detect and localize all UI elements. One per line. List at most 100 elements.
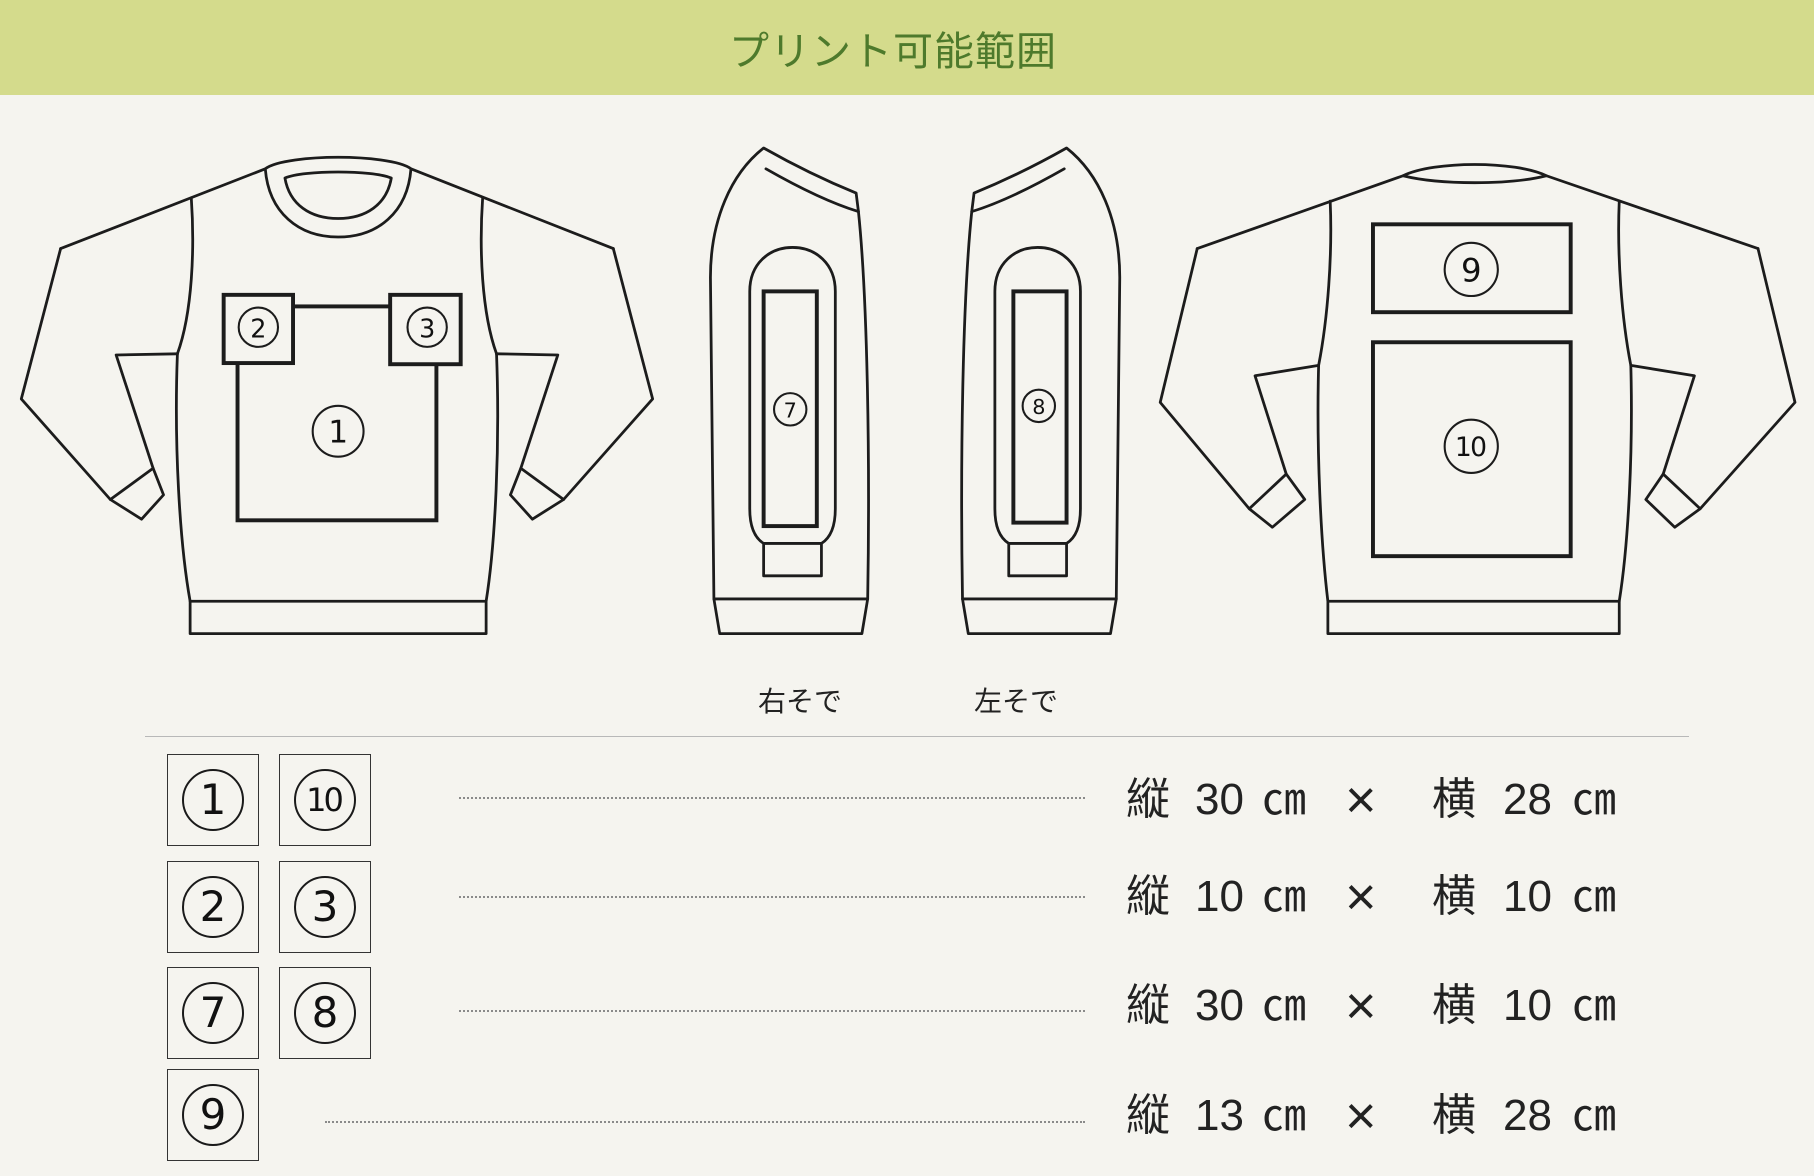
front-view: 1 2 3 [19, 155, 655, 636]
area-number: 1 [199, 775, 227, 824]
times-sign: × [1345, 867, 1377, 927]
width-unit: ㎝ [1572, 775, 1616, 824]
area-number: 9 [199, 1090, 227, 1139]
area-box: 1 [167, 754, 259, 846]
area-2-marker [237, 306, 280, 348]
area-3-marker [406, 306, 448, 348]
area-10-number: 10 [1455, 432, 1486, 463]
back-left-sleeve-inner [1253, 363, 1321, 476]
height-unit: ㎝ [1262, 872, 1306, 921]
back-right-side-seam [1617, 363, 1633, 603]
front-right-cuff [509, 466, 565, 521]
width-unit: ㎝ [1572, 1091, 1616, 1140]
leader-dots [459, 797, 1085, 799]
area-number-circle: 8 [294, 982, 356, 1044]
width-value: 10 [1503, 872, 1552, 921]
size-row: 縦 30 ㎝ × 横 28 ㎝ [0, 772, 1700, 828]
front-left-armhole-seam [176, 196, 195, 356]
vertical-label: 縦 [1126, 872, 1170, 921]
back-right-sleeve-inner [1629, 363, 1696, 476]
leader-dots [459, 1010, 1085, 1012]
size-row: 縦 30 ㎝ × 横 10 ㎝ [0, 978, 1700, 1034]
left-sleeve-label: 左そで [973, 685, 1059, 718]
width-value: 10 [1503, 981, 1552, 1030]
size-row: 縦 13 ㎝ × 横 28 ㎝ [0, 1088, 1700, 1144]
area-number: 10 [306, 781, 344, 819]
area-box: 9 [167, 1069, 259, 1161]
area-1-number: 1 [328, 414, 348, 450]
height-unit: ㎝ [1262, 775, 1306, 824]
back-left-cuff [1247, 472, 1307, 529]
right-sleeve-label: 右そで [757, 685, 843, 718]
print-area-2 [221, 292, 295, 366]
front-right-sleeve-inner [495, 352, 560, 470]
width-unit: ㎝ [1572, 872, 1616, 921]
horizontal-label: 横 [1432, 872, 1476, 921]
width-unit: ㎝ [1572, 981, 1616, 1030]
height-value: 30 [1195, 775, 1244, 824]
front-left-cuff [108, 466, 165, 521]
left-sleeve-top-band [970, 167, 1066, 213]
area-number-circle: 3 [294, 876, 356, 938]
front-left-side-seam [175, 352, 192, 603]
back-right-cuff [1644, 472, 1702, 529]
front-left-sleeve-inner [114, 352, 179, 470]
area-number: 7 [199, 988, 227, 1037]
area-number-circle: 9 [182, 1084, 244, 1146]
horizontal-label: 横 [1432, 1091, 1476, 1140]
area-box: 8 [279, 967, 371, 1059]
back-hem-band [1326, 599, 1621, 636]
area-number: 2 [199, 882, 227, 931]
area-number-circle: 1 [182, 769, 244, 831]
leader-dots [459, 896, 1085, 898]
page-title: プリント可能範囲 [729, 28, 1057, 75]
area-7-marker [772, 392, 808, 427]
right-sleeve-view: 7 [709, 146, 870, 636]
front-right-side-seam [484, 352, 500, 603]
width-value: 28 [1503, 775, 1552, 824]
width-value: 28 [1503, 1091, 1552, 1140]
times-sign: × [1345, 976, 1377, 1036]
area-7-number: 7 [784, 398, 797, 422]
area-number: 8 [311, 988, 339, 1037]
area-number-circle: 2 [182, 876, 244, 938]
times-sign: × [1345, 770, 1377, 830]
area-number-circle: 10 [294, 769, 356, 831]
area-9-number: 9 [1461, 252, 1482, 290]
area-number: 3 [311, 882, 339, 931]
back-left-sleeve-outer [1158, 247, 1251, 511]
back-left-armhole-seam [1317, 199, 1333, 367]
back-right-sleeve-outer [1698, 247, 1797, 511]
vertical-label: 縦 [1126, 1091, 1170, 1140]
leader-dots [325, 1121, 1085, 1123]
area-box: 10 [279, 754, 371, 846]
right-sleeve-cuff [712, 597, 870, 636]
back-right-armhole-seam [1617, 199, 1633, 367]
section-divider [145, 736, 1689, 737]
front-right-sleeve-outer [562, 247, 655, 501]
back-left-side-seam [1316, 363, 1330, 603]
height-unit: ㎝ [1262, 1091, 1306, 1140]
front-left-shoulder-line [59, 167, 267, 250]
sweatshirt-print-area-diagram: 1 2 3 7 8 [19, 146, 1797, 636]
vertical-label: 縦 [1126, 981, 1170, 1030]
area-2-number: 2 [250, 313, 266, 343]
back-collar [1401, 163, 1548, 185]
height-value: 13 [1195, 1091, 1244, 1140]
height-value: 30 [1195, 981, 1244, 1030]
area-1-marker [311, 404, 365, 458]
area-10-marker [1443, 418, 1499, 474]
front-left-sleeve-outer [19, 247, 112, 501]
left-sleeve-view: 8 [960, 146, 1122, 636]
right-sleeve-top-band [764, 167, 860, 213]
back-left-shoulder-line [1195, 174, 1405, 250]
horizontal-label: 横 [1432, 981, 1476, 1030]
height-value: 10 [1195, 872, 1244, 921]
area-3-number: 3 [419, 313, 435, 343]
front-hem-band [188, 599, 488, 636]
front-neck-opening [283, 170, 393, 220]
vertical-label: 縦 [1126, 775, 1170, 824]
horizontal-label: 横 [1432, 775, 1476, 824]
times-sign: × [1345, 1086, 1377, 1146]
back-right-shoulder-line [1545, 174, 1760, 250]
